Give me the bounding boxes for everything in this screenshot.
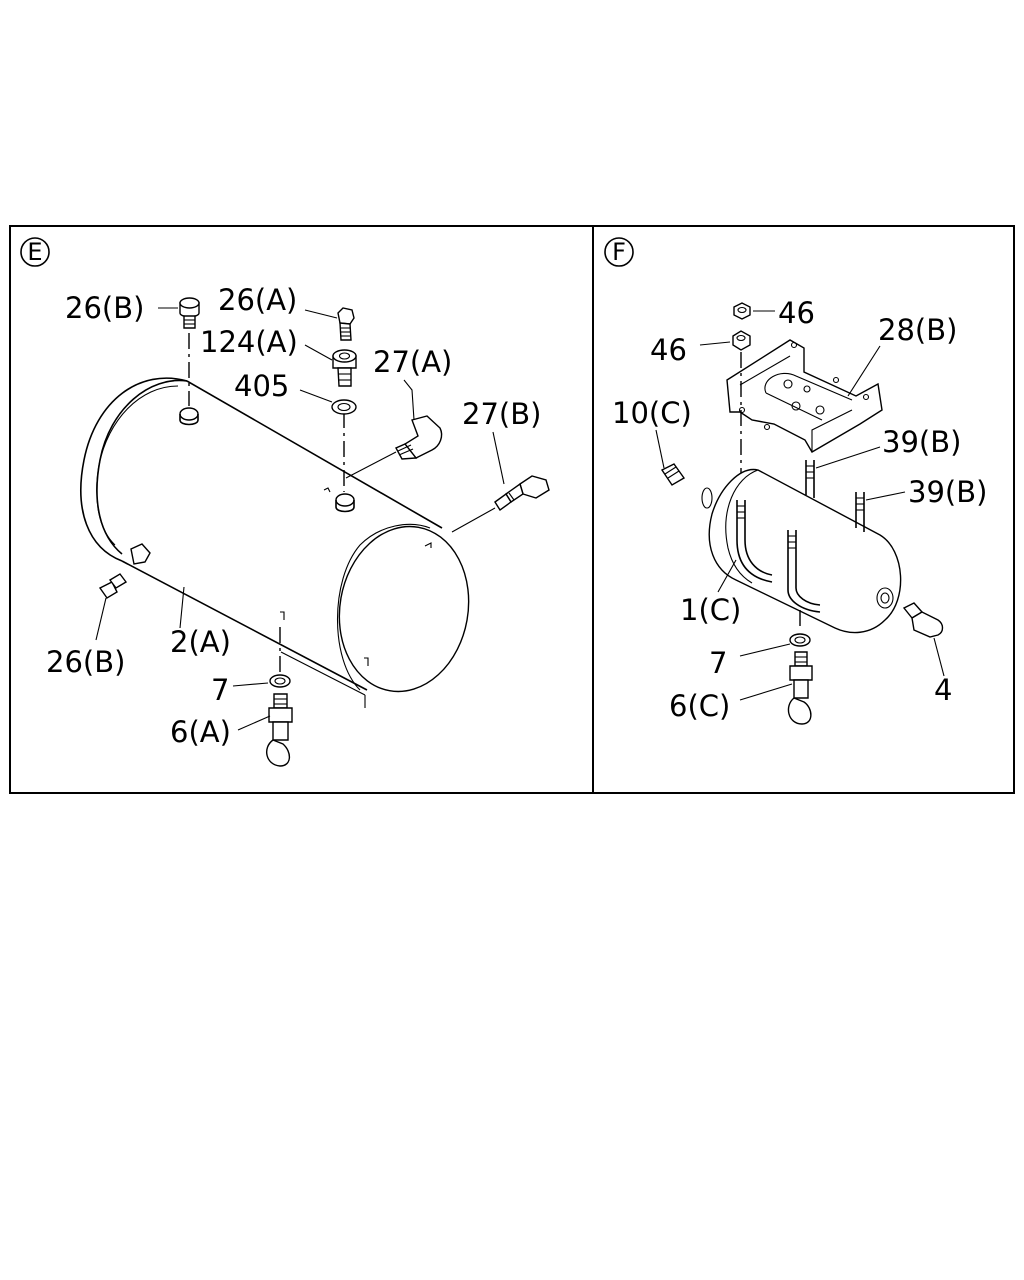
fitting-27b bbox=[494, 475, 550, 512]
boss-center bbox=[335, 493, 355, 513]
drain-valve-6a bbox=[265, 693, 293, 767]
washer-7-f bbox=[789, 633, 811, 647]
plug-26a bbox=[337, 307, 355, 341]
line-27a-to-tank bbox=[345, 451, 397, 479]
u-bolt-39b-rear bbox=[805, 460, 865, 532]
plug-26b-top bbox=[179, 297, 200, 329]
panel-e-letter: E bbox=[27, 238, 42, 266]
bracket-28b bbox=[726, 339, 883, 453]
air-tank-small bbox=[701, 468, 902, 634]
callout-6a: 6(A) bbox=[170, 715, 231, 749]
callout-28b: 28(B) bbox=[878, 313, 957, 347]
union-124a bbox=[332, 349, 357, 387]
drain-valve-6c bbox=[787, 651, 813, 725]
panel-f-letter: F bbox=[612, 238, 626, 266]
washer-405 bbox=[331, 399, 357, 415]
leaders-f bbox=[655, 310, 945, 701]
callout-4: 4 bbox=[934, 673, 952, 707]
panel-f-badge: F bbox=[604, 237, 634, 267]
plug-10c bbox=[660, 463, 686, 486]
line-27b-to-tank bbox=[451, 507, 496, 533]
plug-26b-side bbox=[98, 543, 151, 599]
air-tank-large bbox=[80, 377, 470, 708]
callout-26b-top: 26(B) bbox=[65, 291, 144, 325]
callout-27a: 27(A) bbox=[373, 345, 452, 379]
callout-27b: 27(B) bbox=[462, 397, 541, 431]
nut-46-lower bbox=[732, 330, 751, 351]
callout-46-upper: 46 bbox=[778, 296, 815, 330]
callout-39b-upper: 39(B) bbox=[882, 425, 961, 459]
elbow-27a bbox=[395, 415, 443, 460]
fitting-4 bbox=[902, 602, 944, 638]
callout-26a: 26(A) bbox=[218, 283, 297, 317]
panel-e: E bbox=[20, 237, 550, 767]
callout-124a: 124(A) bbox=[200, 325, 298, 359]
callout-2a: 2(A) bbox=[170, 625, 231, 659]
nut-46-upper bbox=[733, 302, 751, 320]
callout-7-f: 7 bbox=[709, 646, 727, 680]
panel-f: F bbox=[604, 237, 987, 725]
callout-1c: 1(C) bbox=[680, 593, 741, 627]
callout-6c: 6(C) bbox=[669, 689, 730, 723]
callout-7-e: 7 bbox=[211, 673, 229, 707]
callout-405: 405 bbox=[234, 369, 289, 403]
panel-e-badge: E bbox=[20, 237, 50, 267]
boss-top-left bbox=[179, 407, 199, 426]
callout-26b-bottom: 26(B) bbox=[46, 645, 125, 679]
washer-7-e bbox=[269, 674, 291, 688]
u-bolt-39b-front bbox=[736, 500, 821, 613]
callout-46-lower: 46 bbox=[650, 333, 687, 367]
leaders-e bbox=[95, 307, 505, 731]
callout-39b-lower: 39(B) bbox=[908, 475, 987, 509]
diagram-frame bbox=[9, 225, 1015, 794]
callout-10c: 10(C) bbox=[612, 396, 692, 430]
